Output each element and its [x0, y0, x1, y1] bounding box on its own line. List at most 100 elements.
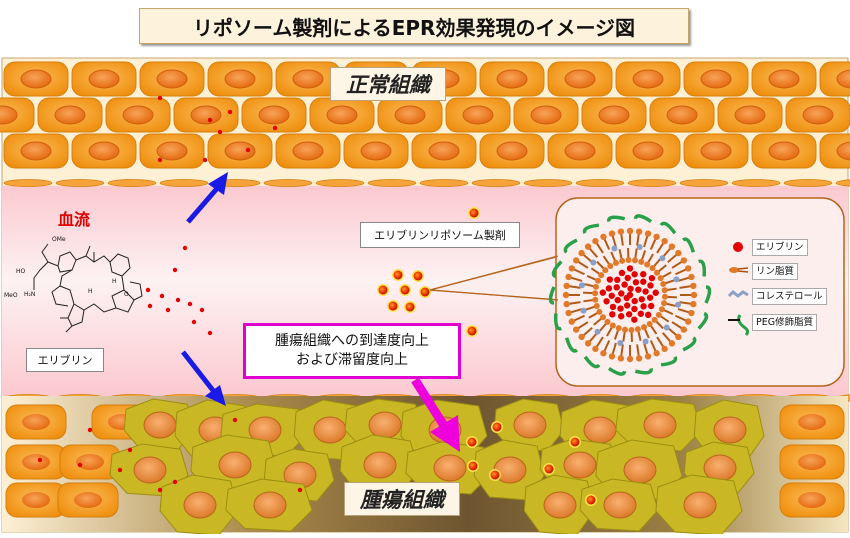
encapsulated-eribulin: [648, 303, 654, 309]
callout-line-1: 腫瘍組織への到達度向上: [275, 332, 429, 351]
phospholipid-head: [585, 243, 591, 249]
encapsulated-eribulin: [624, 295, 630, 301]
normal-cell: [344, 134, 408, 168]
endothelial-cell: [368, 180, 416, 187]
eribulin-dot: [192, 320, 196, 324]
phospholipid-head: [669, 340, 675, 346]
normal-cell: [106, 98, 170, 132]
eribulin-dot: [158, 488, 162, 492]
endothelial-cell: [56, 180, 104, 187]
phospholipid-head: [690, 283, 696, 289]
phospholipid-head: [618, 355, 624, 361]
encapsulated-eribulin: [624, 302, 630, 308]
phospholipid-head: [600, 234, 606, 240]
phospholipid: [667, 289, 677, 290]
phospholipid-head: [594, 303, 600, 309]
phospholipid-head: [609, 230, 615, 236]
phospholipid-head: [607, 263, 613, 269]
normal-cell: [548, 62, 612, 96]
liposome-ball: [466, 436, 478, 448]
encapsulated-eribulin: [614, 277, 620, 283]
normal-cell: [276, 134, 340, 168]
encapsulated-eribulin: [606, 285, 612, 291]
phospholipid: [623, 332, 624, 342]
normal-cell: [480, 134, 544, 168]
phospholipid-head: [592, 297, 598, 303]
encapsulated-eribulin: [617, 305, 623, 311]
phospholipid-head: [685, 318, 691, 324]
cholesterol: [617, 340, 623, 346]
phospholipid-head: [638, 259, 644, 265]
phospholipid-head: [565, 310, 571, 316]
cholesterol: [659, 255, 665, 261]
cholesterol: [579, 282, 585, 288]
liposome-ball: [404, 301, 416, 313]
encapsulated-eribulin: [645, 312, 651, 318]
phospholipid-head: [565, 274, 571, 280]
normal-cell: [38, 98, 102, 132]
eribulin-dot: [233, 418, 237, 422]
phospholipid-head: [628, 327, 634, 333]
phospholipid-head: [592, 346, 598, 352]
phospholipid-head: [600, 350, 606, 356]
liposome-structure: [551, 216, 710, 374]
eribulin-dot: [208, 118, 212, 122]
normal-cell: [480, 62, 544, 96]
liposome-ball: [387, 300, 399, 312]
encapsulated-eribulin: [653, 290, 659, 296]
blood-flow-label: 血流: [58, 206, 90, 230]
liposome-ball: [412, 270, 424, 282]
phospholipid-head: [602, 267, 608, 273]
phospholipid-head: [675, 250, 681, 256]
endothelial-cell: [316, 180, 364, 187]
eribulin-label: エリブリン: [26, 348, 104, 372]
endothelial-cell: [732, 180, 780, 187]
phospholipid-head: [619, 258, 625, 264]
endothelial-cell: [628, 180, 676, 187]
eribulin-dot: [128, 448, 132, 452]
legend-label: リン脂質: [752, 263, 798, 280]
phospholipid-head: [652, 317, 658, 323]
normal-cell: [58, 483, 118, 517]
diagram-title: リポソーム製剤によるEPR効果発現のイメージ図: [139, 8, 689, 44]
encapsulated-eribulin: [627, 286, 633, 292]
phospholipid-head: [653, 234, 659, 240]
phospholipid-head: [563, 292, 569, 298]
phospholipid-head: [595, 278, 601, 284]
eribulin-dot: [158, 158, 162, 162]
eribulin-dot: [298, 488, 302, 492]
liposome-ball: [491, 421, 503, 433]
normal-cell: [378, 98, 442, 132]
phospholipid-head: [622, 327, 628, 333]
phospholipid-head: [661, 346, 667, 352]
encapsulated-eribulin: [618, 290, 624, 296]
encapsulated-eribulin: [610, 304, 616, 310]
encapsulated-eribulin: [647, 294, 653, 300]
normal-cell: [786, 98, 850, 132]
eribulin-dot: [203, 158, 207, 162]
phospholipid-head: [616, 325, 622, 331]
encapsulated-eribulin: [631, 271, 637, 277]
endothelial-cell: [472, 180, 520, 187]
encapsulated-eribulin: [631, 316, 637, 322]
tumor-tissue-label: 腫瘍組織: [344, 482, 460, 516]
phospholipid-head: [569, 265, 575, 271]
normal-cell: [548, 134, 612, 168]
legend-label: コレステロール: [752, 288, 827, 305]
normal-cell: [752, 62, 816, 96]
svg-text:HO: HO: [16, 268, 26, 275]
endothelial-cell: [576, 180, 624, 187]
eribulin-dot: [183, 246, 187, 250]
normal-cell: [446, 98, 510, 132]
eribulin-dot: [208, 331, 212, 335]
normal-cell: [4, 62, 68, 96]
phospholipid-head: [592, 290, 598, 296]
phospholipid-head: [690, 301, 696, 307]
phospholipid-head: [563, 283, 569, 289]
phospholipid-head: [662, 294, 668, 300]
phospholipid-head: [600, 314, 606, 320]
encapsulated-eribulin: [640, 303, 646, 309]
liposome-ball: [467, 460, 479, 472]
phospholipid-head: [644, 261, 650, 267]
